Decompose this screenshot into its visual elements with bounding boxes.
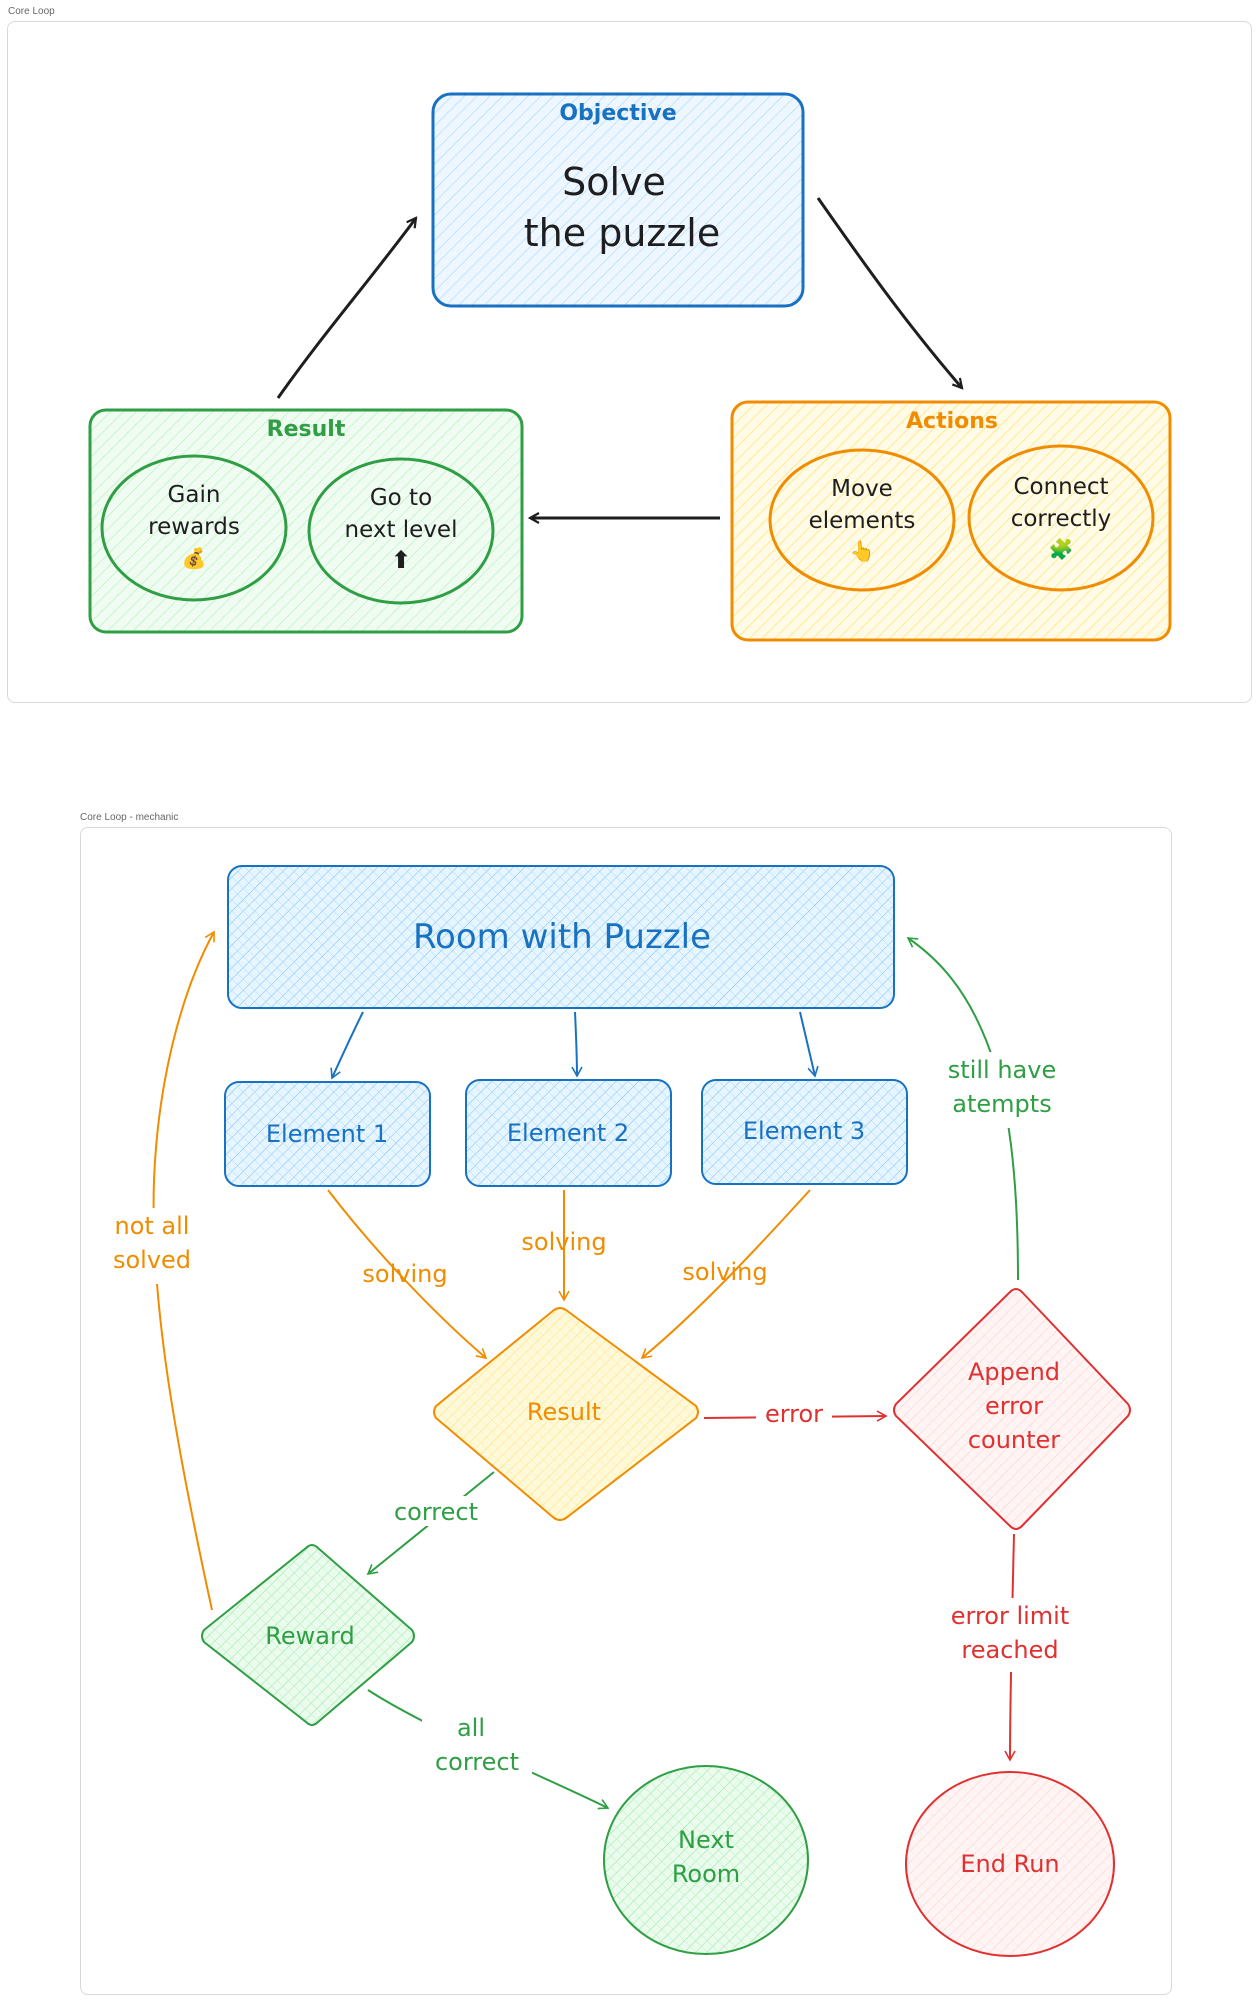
up-arrow-emoji-icon: ⬆ bbox=[391, 546, 411, 574]
arrow-append-to-room bbox=[906, 937, 1019, 1281]
element-3-node[interactable]: Element 3 bbox=[701, 1079, 908, 1185]
arrow-result-to-objective bbox=[276, 218, 416, 399]
append-line3: counter bbox=[968, 1426, 1060, 1454]
objective-line1: Solve bbox=[562, 160, 666, 204]
arrow-room-to-element-1 bbox=[330, 1011, 364, 1080]
objective-line2: the puzzle bbox=[524, 211, 720, 255]
gain-line1: Gain bbox=[168, 482, 221, 508]
move-line1: Move bbox=[831, 476, 893, 502]
gain-line2: rewards bbox=[148, 514, 240, 540]
element-2-node[interactable]: Element 2 bbox=[465, 1079, 672, 1187]
element-2-label: Element 2 bbox=[507, 1119, 629, 1147]
result-title: Result bbox=[267, 417, 346, 442]
not-all-label-bg bbox=[100, 1208, 212, 1284]
end-run-label: End Run bbox=[960, 1850, 1059, 1878]
correct-label-bg bbox=[386, 1496, 486, 1526]
frame-label-core-loop: Core Loop bbox=[8, 6, 55, 17]
next-room-node[interactable]: Next Room bbox=[603, 1765, 809, 1955]
append-line1: Append bbox=[968, 1358, 1060, 1386]
pointer-emoji-icon: 👆 bbox=[850, 539, 875, 563]
append-line2: error bbox=[985, 1392, 1043, 1420]
not-all-line2: solved bbox=[113, 1246, 191, 1274]
result-decision-label: Result bbox=[527, 1398, 601, 1426]
actions-title: Actions bbox=[906, 409, 998, 434]
solving-label-2: solving bbox=[521, 1228, 606, 1256]
connect-line1: Connect bbox=[1013, 474, 1108, 500]
room-with-puzzle-node[interactable]: Room with Puzzle bbox=[227, 865, 895, 1009]
move-elements-node[interactable]: Move elements 👆 bbox=[768, 448, 956, 592]
connect-line2: correctly bbox=[1011, 506, 1112, 532]
limit-line2: reached bbox=[961, 1636, 1058, 1664]
element-3-label: Element 3 bbox=[743, 1117, 865, 1145]
gain-rewards-node[interactable]: Gain rewards 💰 bbox=[100, 454, 288, 602]
still-line1: still have bbox=[948, 1056, 1056, 1084]
arrow-room-to-element-2 bbox=[571, 1011, 583, 1078]
arrow-element-3-to-result bbox=[640, 1189, 811, 1360]
not-all-line1: not all bbox=[115, 1212, 190, 1240]
still-label-bg bbox=[932, 1052, 1072, 1128]
objective-box[interactable]: Objective Solve the puzzle bbox=[431, 92, 805, 308]
append-error-counter-node[interactable]: Append error counter bbox=[893, 1288, 1131, 1530]
correct-label: correct bbox=[394, 1498, 478, 1526]
connect-correctly-node[interactable]: Connect correctly 🧩 bbox=[967, 444, 1155, 592]
next-level-node[interactable]: Go to next level ⬆ bbox=[307, 457, 495, 605]
arrow-objective-to-actions bbox=[816, 197, 962, 388]
all-correct-label-bg bbox=[422, 1710, 532, 1782]
solving-label-1: solving bbox=[362, 1260, 447, 1288]
element-1-node[interactable]: Element 1 bbox=[224, 1081, 431, 1187]
objective-title: Objective bbox=[559, 101, 676, 126]
result-decision-node[interactable]: Result bbox=[433, 1307, 699, 1521]
element-1-label: Element 1 bbox=[266, 1120, 388, 1148]
room-label: Room with Puzzle bbox=[413, 917, 711, 957]
next-room-line1: Next bbox=[678, 1826, 734, 1854]
error-label-bg bbox=[756, 1400, 832, 1428]
result-box[interactable]: Result Gain rewards 💰 Go to next level ⬆ bbox=[88, 408, 524, 634]
end-run-node[interactable]: End Run bbox=[905, 1771, 1115, 1957]
still-line2: atempts bbox=[952, 1090, 1051, 1118]
reward-node[interactable]: Reward bbox=[201, 1544, 415, 1726]
next-room-line2: Room bbox=[672, 1860, 740, 1888]
limit-label-bg bbox=[942, 1598, 1082, 1672]
frame-label-mechanic: Core Loop - mechanic bbox=[80, 812, 179, 823]
error-label: error bbox=[765, 1400, 823, 1428]
next-line2: next level bbox=[345, 517, 458, 543]
money-bag-emoji-icon: 💰 bbox=[182, 546, 207, 570]
reward-label: Reward bbox=[265, 1622, 354, 1650]
move-line2: elements bbox=[809, 508, 916, 534]
puzzle-emoji-icon: 🧩 bbox=[1049, 537, 1074, 561]
all-correct-line1: all bbox=[457, 1714, 485, 1742]
actions-box[interactable]: Actions Move elements 👆 Connect correctl… bbox=[730, 400, 1172, 642]
arrow-element-1-to-result bbox=[327, 1189, 488, 1360]
all-correct-line2: correct bbox=[435, 1748, 519, 1776]
arrow-room-to-element-3 bbox=[799, 1011, 819, 1078]
arrow-reward-to-room bbox=[152, 930, 215, 1611]
next-line1: Go to bbox=[370, 485, 432, 511]
limit-line1: error limit bbox=[951, 1602, 1070, 1630]
solving-label-3: solving bbox=[682, 1258, 767, 1286]
